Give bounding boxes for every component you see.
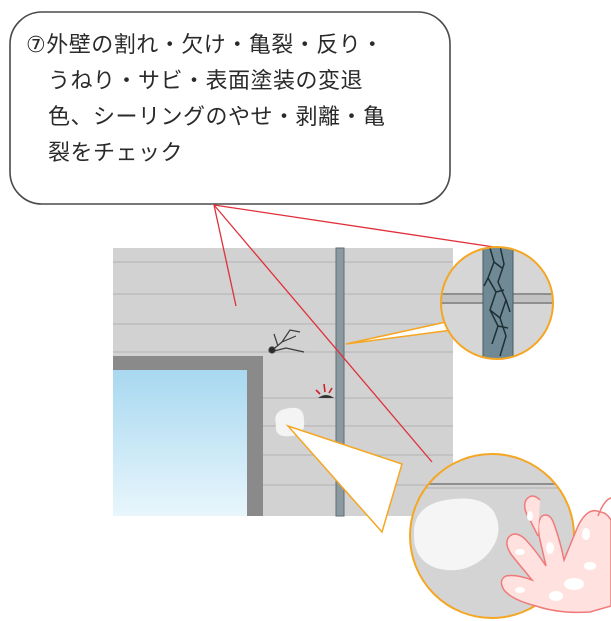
crack-mark bbox=[268, 329, 305, 354]
rust-mark bbox=[315, 383, 334, 398]
callout-text: ⑦外壁の割れ・欠け・亀裂・反り・ うねり・サビ・表面塗装の変退 色、シーリングの… bbox=[26, 28, 426, 172]
magnify-beam-chalking bbox=[285, 424, 403, 534]
callout-line-4: 裂をチェック bbox=[48, 141, 184, 166]
callout-line-3: 色、シーリングのやせ・剥離・亀 bbox=[48, 105, 386, 130]
callout-line-2: うねり・サビ・表面塗装の変退 bbox=[48, 69, 364, 94]
pointer-lines bbox=[213, 204, 495, 463]
callout-line-1: ⑦外壁の割れ・欠け・亀裂・反り・ bbox=[26, 33, 384, 58]
zoom-circle-sealing bbox=[440, 246, 554, 360]
hand-icon bbox=[500, 495, 611, 614]
callout-bubble bbox=[9, 11, 451, 205]
window bbox=[113, 356, 263, 516]
sealing-joint bbox=[335, 247, 345, 517]
